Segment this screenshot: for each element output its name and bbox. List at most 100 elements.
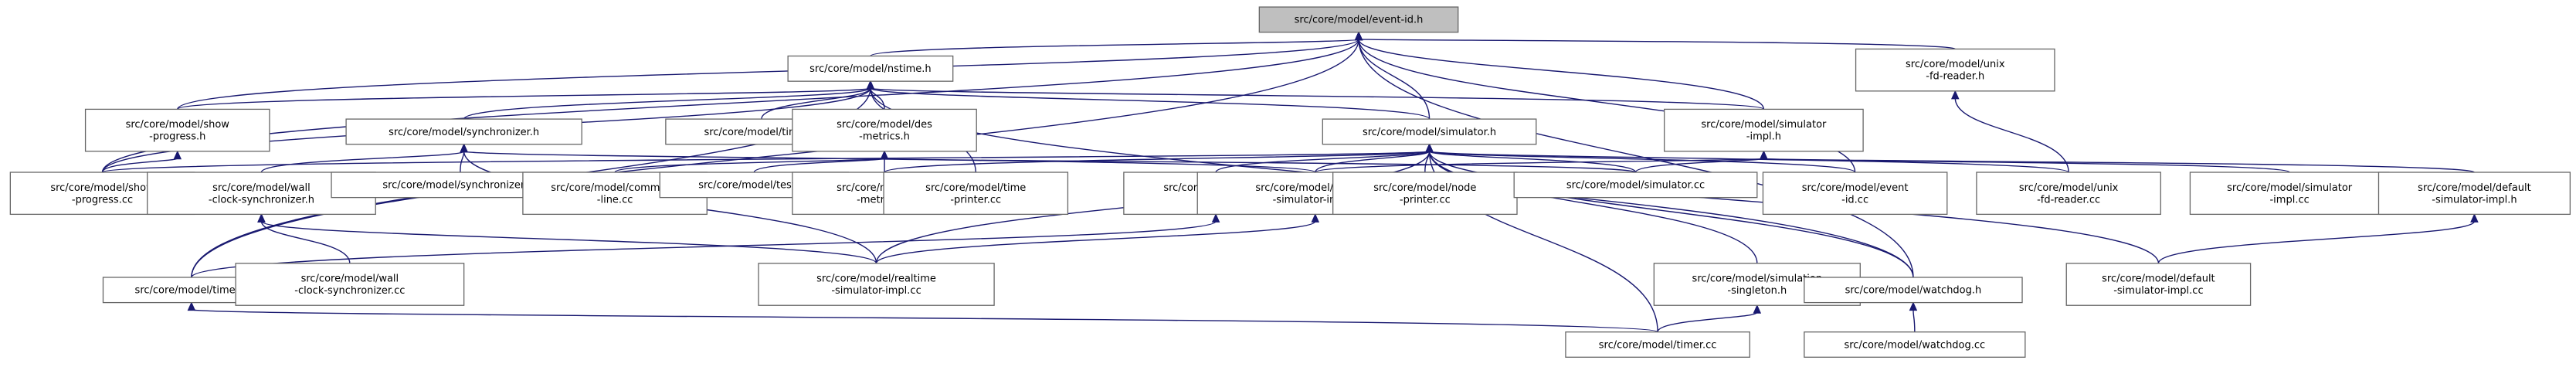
edge-watchdog_cc-to-watchdog_h (1912, 309, 1916, 332)
arrowhead-default_sim_impl_cc-to-simulator_h (1425, 143, 1434, 153)
edge-realtime_sim_impl_h-to-simulator_impl_h (1315, 158, 1765, 173)
arrowhead-default_sim_impl_h-to-simulator_impl_h (1760, 150, 1768, 160)
node-label: -clock-synchronizer.cc (294, 285, 405, 297)
arrowhead-watchdog_cc-to-watchdog_h (1909, 301, 1918, 311)
node-box (1855, 48, 2055, 92)
edge-realtime_sim_impl_h-to-simulator_h (1315, 151, 1431, 173)
node-simulator-cc[interactable]: src/core/model/simulator.cc (1513, 172, 1758, 199)
edge-timer_h-to-event_id_h (191, 39, 1359, 277)
node-label: -singleton.h (1727, 285, 1787, 297)
node-box (345, 118, 582, 145)
node-label: -id.cc (1841, 194, 1868, 206)
node-box (758, 263, 995, 306)
node-label: src/core/model/wall (212, 182, 311, 194)
edge-simulator_h-to-nstime_h (870, 87, 1431, 120)
arrowhead-realtime_sim_impl_cc-to-realtime_sim_impl_h (1311, 213, 1320, 223)
node-label: src/core/model/time (925, 182, 1026, 194)
node-simulator-impl-cc[interactable]: src/core/model/simulator-impl.cc (2189, 172, 2390, 216)
node-box (84, 108, 270, 152)
edge-simulator_cc-to-des_metrics_h (884, 158, 1637, 173)
node-box (1565, 331, 1750, 358)
edge-nstime_h-to-event_id_h (870, 39, 1359, 57)
node-simulator-impl-h[interactable]: src/core/model/simulator-impl.h (1664, 108, 1864, 152)
node-label: src/core/model/watchdog.h (1845, 285, 1982, 297)
node-box (1664, 108, 1864, 152)
node-label: src/core/model/synchronizer.cc (382, 180, 538, 192)
arrowhead-simulator_cc-to-des_metrics_h (880, 150, 889, 160)
node-timer-cc[interactable]: src/core/model/timer.cc (1565, 331, 1750, 358)
edge-des_metrics_cc-to-simulator_h (884, 151, 1431, 173)
node-label: src/core/model/nstime.h (809, 63, 932, 75)
node-label: src/core/model/show (126, 119, 230, 131)
node-label: -impl.cc (2269, 194, 2309, 206)
node-synchronizer-h[interactable]: src/core/model/synchronizer.h (345, 118, 582, 145)
edge-show_progress_h-to-event_id_h (177, 39, 1359, 110)
node-unix-fd-reader-cc[interactable]: src/core/model/unix-fd-reader.cc (1976, 172, 2161, 216)
node-box (1322, 118, 1537, 145)
node-box (1976, 172, 2161, 216)
node-label: -fd-reader.h (1926, 71, 1984, 83)
node-label: src/core/model/simulator (1701, 119, 1827, 131)
node-label: -impl.h (1746, 131, 1781, 143)
node-simulator-h[interactable]: src/core/model/simulator.h (1322, 118, 1537, 145)
arrowhead-timer_h-to-timer_impl_h (1211, 213, 1220, 223)
node-box (2189, 172, 2390, 216)
node-time-printer-cc[interactable]: src/core/model/time-printer.cc (883, 172, 1069, 216)
node-des-metrics-h[interactable]: src/core/model/des-metrics.h (792, 108, 977, 152)
edge-show_progress_cc-to-simulator_h (101, 151, 1431, 173)
edge-timer_cc-to-sim_singleton_h (1657, 311, 1758, 332)
node-default-sim-impl-cc[interactable]: src/core/model/default-simulator-impl.cc (2065, 263, 2252, 306)
edge-default_sim_impl_cc-to-default_sim_impl_h (2157, 220, 2476, 264)
edge-sim_singleton_h-to-simulator_h (1428, 151, 1758, 263)
node-default-sim-impl-h[interactable]: src/core/model/default-simulator-impl.h (2377, 172, 2571, 216)
node-box (2065, 263, 2252, 306)
node-label: src/core/model/timer.cc (1599, 339, 1717, 351)
node-label: src/core/model/simulation (1692, 274, 1823, 285)
node-label: -printer.cc (1400, 194, 1451, 206)
edge-default_sim_impl_h-to-simulator_impl_h (1763, 158, 2476, 173)
edge-timer_impl_h-to-simulator_h (1215, 151, 1431, 173)
node-label: src/core/model/des (837, 119, 932, 131)
node-nstime-h[interactable]: src/core/model/nstime.h (787, 55, 954, 82)
node-box (1762, 172, 1948, 216)
arrowhead-realtime_sim_impl_cc-to-synchronizer_h (460, 143, 468, 153)
node-label: src/core/model/time.cc (704, 127, 820, 138)
node-label: src/core/model/wall (301, 274, 399, 285)
edge-realtime_sim_impl_h-to-synchronizer_h (463, 151, 1316, 173)
edge-simulator_h-to-event_id_h (1358, 39, 1431, 120)
edge-simulator_impl_h-to-nstime_h (870, 87, 1765, 110)
node-unix-fd-reader-h[interactable]: src/core/model/unix-fd-reader.h (1855, 48, 2055, 92)
node-box (787, 55, 954, 82)
edge-realtime_sim_impl_cc-to-realtime_sim_impl_h (875, 220, 1316, 264)
node-label: -metrics.h (859, 131, 910, 143)
node-event-id-h[interactable]: src/core/model/event-id.h (1258, 6, 1459, 33)
node-watchdog-cc[interactable]: src/core/model/watchdog.cc (1804, 331, 2026, 358)
node-box (883, 172, 1069, 216)
node-label: -line.cc (597, 194, 633, 206)
node-label: -fd-reader.cc (2037, 194, 2100, 206)
node-label: src/core/model/command (551, 182, 679, 194)
node-show-progress-h[interactable]: src/core/model/show-progress.h (84, 108, 270, 152)
arrowhead-unix_fd_reader_cc-to-unix_fd_reader_h (1951, 90, 1960, 100)
edge-simulator_cc-to-simulator_h (1428, 151, 1637, 173)
node-realtime-sim-impl-cc[interactable]: src/core/model/realtime-simulator-impl.c… (758, 263, 995, 306)
node-watchdog-h[interactable]: src/core/model/watchdog.h (1804, 277, 2023, 304)
edge-wall_clock_sync_h-to-synchronizer_h (260, 151, 465, 173)
node-label: -printer.cc (950, 194, 1001, 206)
node-node-printer-cc[interactable]: src/core/model/node-printer.cc (1332, 172, 1518, 216)
node-label: -progress.cc (72, 194, 133, 206)
edge-realtime_sim_impl_cc-to-wall_clock_sync_h (260, 220, 877, 264)
arrowhead-timer_cc-to-timer_h (187, 301, 196, 311)
edge-unix_fd_reader_h-to-event_id_h (1358, 39, 1956, 50)
node-label: src/core/model/show (50, 182, 154, 194)
arrowhead-timer_cc-to-sim_singleton_h (1753, 304, 1762, 314)
node-event-id-cc[interactable]: src/core/model/event-id.cc (1762, 172, 1948, 216)
node-wall-clock-sync-cc[interactable]: src/core/model/wall-clock-synchronizer.c… (235, 263, 465, 306)
node-label: src/core/model/node (1373, 182, 1476, 194)
node-label: src/core/model/test.cc (698, 180, 809, 192)
node-label: src/core/model/default (2102, 274, 2215, 285)
arrowhead-default_sim_impl_cc-to-default_sim_impl_h (2470, 213, 2479, 223)
node-layer: src/core/model/event-id.h src/core/model/… (9, 6, 2571, 358)
node-label: src/core/model/simulator.h (1363, 127, 1496, 138)
